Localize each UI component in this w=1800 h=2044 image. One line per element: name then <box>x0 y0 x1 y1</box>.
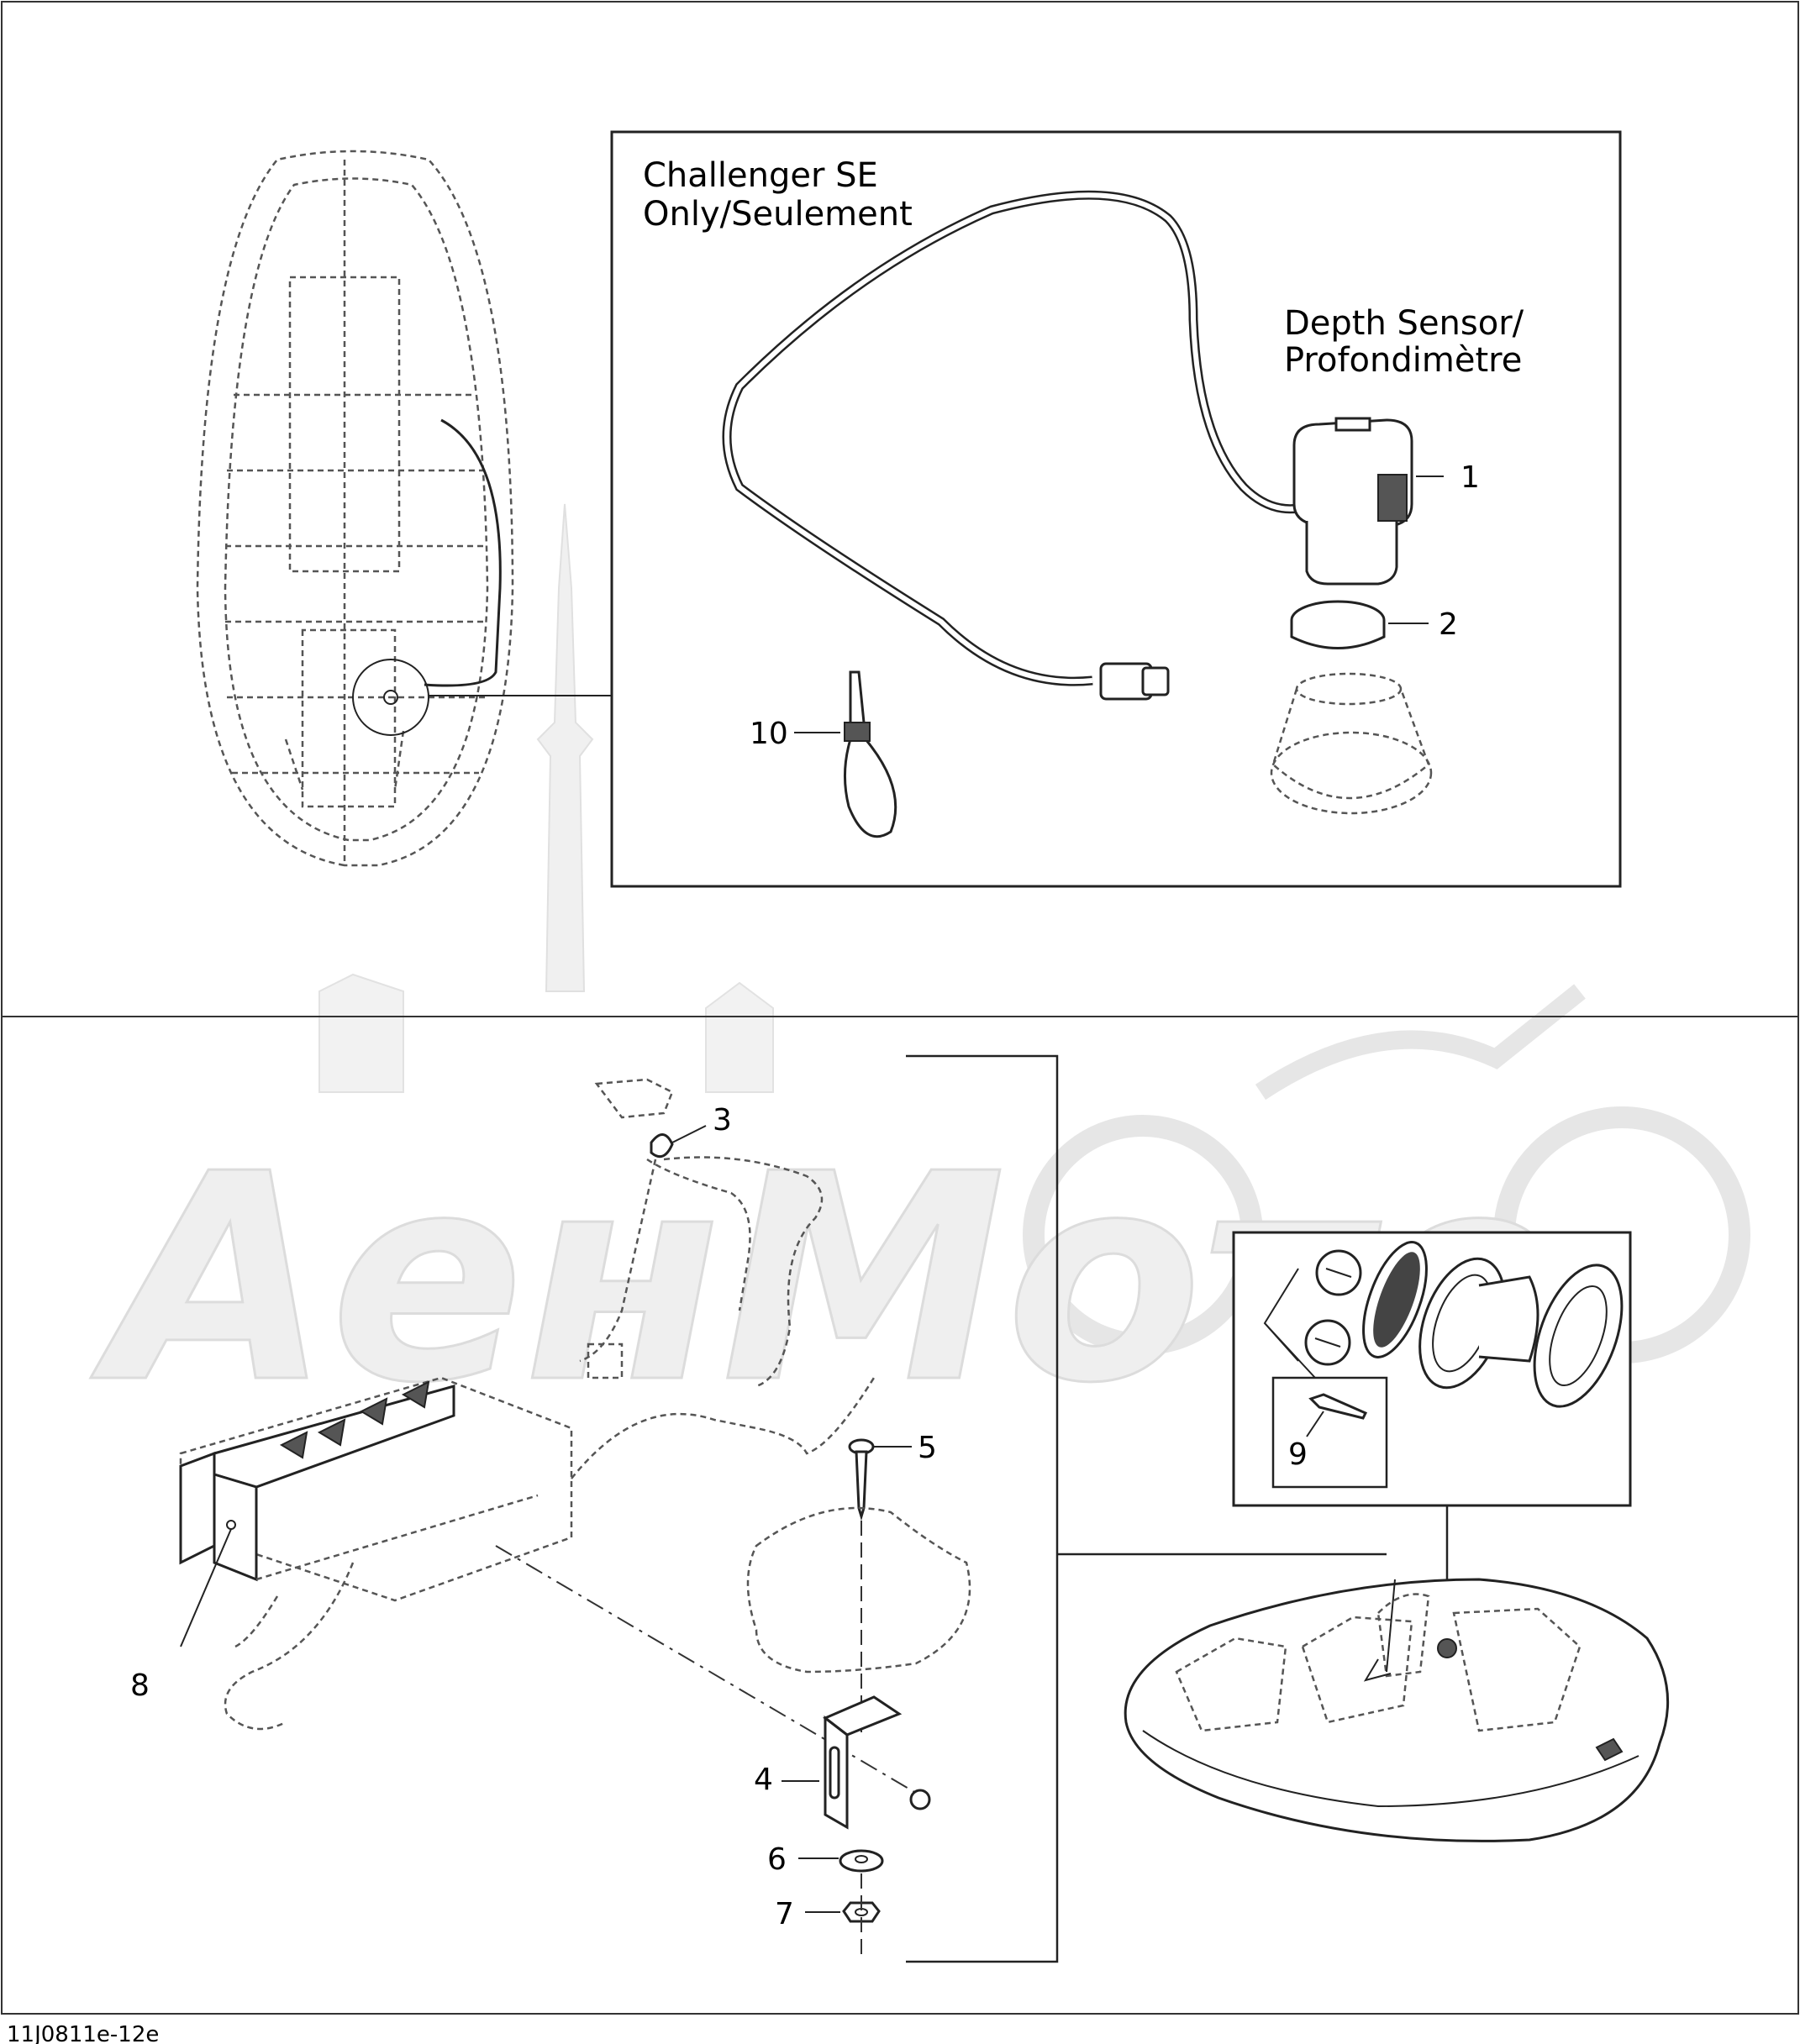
reference-code: 11J0811e-12e <box>7 2022 159 2044</box>
sensor-disc <box>1290 600 1429 649</box>
callout-10: 10 <box>750 717 788 751</box>
speaker-detail-box <box>1232 1231 1632 1507</box>
panel-title-line2: Only/Seulement <box>643 195 913 234</box>
sensor-label-line2: Profondimètre <box>1284 341 1522 380</box>
panel-title-line1: Challenger SE <box>643 156 878 195</box>
cable-tie <box>794 670 897 838</box>
callout-7: 7 <box>775 1897 794 1931</box>
mounting-hardware <box>495 1438 971 1957</box>
callout-8: 8 <box>130 1668 150 1703</box>
assembly-bracket <box>906 1054 1387 1963</box>
callout-4: 4 <box>754 1763 773 1797</box>
boat-perspective-icon <box>1124 1578 1670 1842</box>
sensor-mount-housing <box>1270 672 1433 815</box>
callout-1: 1 <box>1461 460 1480 495</box>
callout-9: 9 <box>1288 1437 1308 1472</box>
sensor-label-line1: Depth Sensor/ <box>1284 304 1524 343</box>
cable-connector <box>1099 662 1170 701</box>
radio-unit-icon <box>179 1376 573 1731</box>
depth-sensor-icon <box>1292 417 1444 586</box>
boat-hull-top-view-icon <box>196 150 612 867</box>
speaker-icon <box>1362 1241 1624 1408</box>
depth-sensor-detail-box: Challenger SE Only/Seulement Depth Senso… <box>610 130 1622 888</box>
callout-6: 6 <box>767 1842 787 1877</box>
callout-3: 3 <box>713 1103 732 1138</box>
callout-5: 5 <box>918 1431 937 1465</box>
wiring-harness <box>571 1078 876 1479</box>
callout-2: 2 <box>1439 607 1458 642</box>
